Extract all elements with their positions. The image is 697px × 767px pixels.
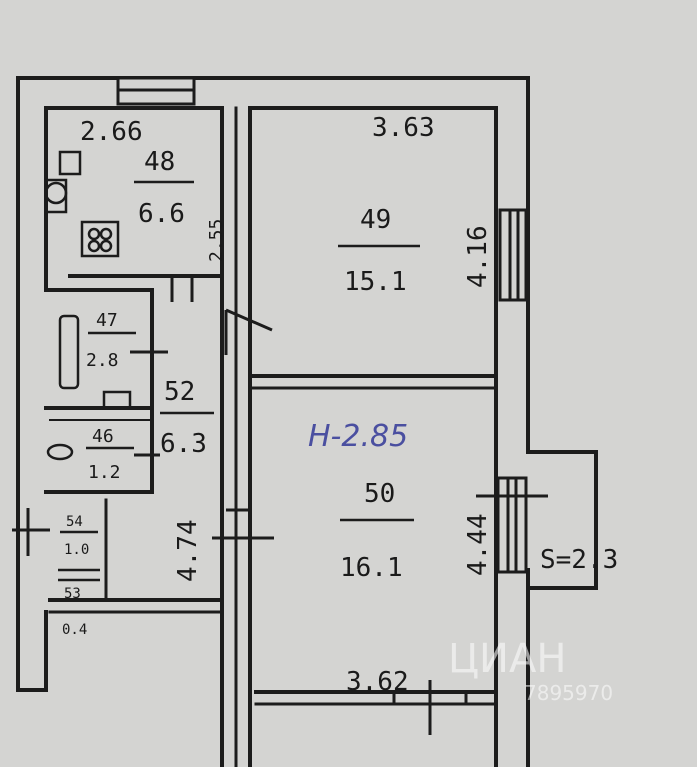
room-47-number: 47 (96, 310, 118, 331)
room-46-area: 1.2 (88, 462, 121, 483)
room-50-number: 50 (364, 479, 395, 509)
room-54-area: 1.0 (64, 542, 89, 558)
windows (116, 76, 528, 574)
room-52-length: 4.74 (173, 519, 203, 582)
room-49-number: 49 (360, 205, 391, 235)
room-52-number: 52 (164, 377, 195, 407)
balcony-area: S=2.3 (540, 545, 618, 575)
room-48-length: 2.55 (206, 219, 227, 262)
sink-icon (44, 181, 68, 205)
door-marks (12, 275, 548, 735)
watermark: ЦИАН 7895970 (448, 636, 613, 705)
watermark-brand: ЦИАН (448, 636, 566, 682)
toilet-icon (46, 443, 74, 461)
room-46-number: 46 (92, 426, 114, 447)
room-53-area: 0.4 (62, 622, 87, 638)
room-48-area: 6.6 (138, 199, 185, 229)
ceiling-height-note: H-2.85 (308, 419, 408, 454)
room-52-area: 6.3 (160, 429, 207, 459)
room-49-area: 15.1 (344, 267, 407, 297)
watermark-code: 7895970 (524, 681, 613, 705)
washbasin-icon (102, 390, 132, 410)
room-50-area: 16.1 (340, 553, 403, 583)
room-53-number: 53 (64, 586, 81, 602)
room-50-length: 4.44 (463, 513, 493, 576)
cabinet-icon (58, 150, 82, 176)
room-49-length: 4.16 (463, 225, 493, 288)
room-48-width: 2.66 (80, 117, 143, 147)
room-48-number: 48 (144, 147, 175, 177)
fraction-bars (60, 180, 420, 534)
bathtub-icon (58, 314, 80, 390)
stove-icon (80, 220, 120, 258)
room-49-width: 3.63 (372, 113, 435, 143)
room-50-width: 3.62 (346, 667, 409, 697)
room-47-area: 2.8 (86, 350, 119, 371)
fixtures (44, 150, 132, 582)
room-54-number: 54 (66, 514, 83, 530)
